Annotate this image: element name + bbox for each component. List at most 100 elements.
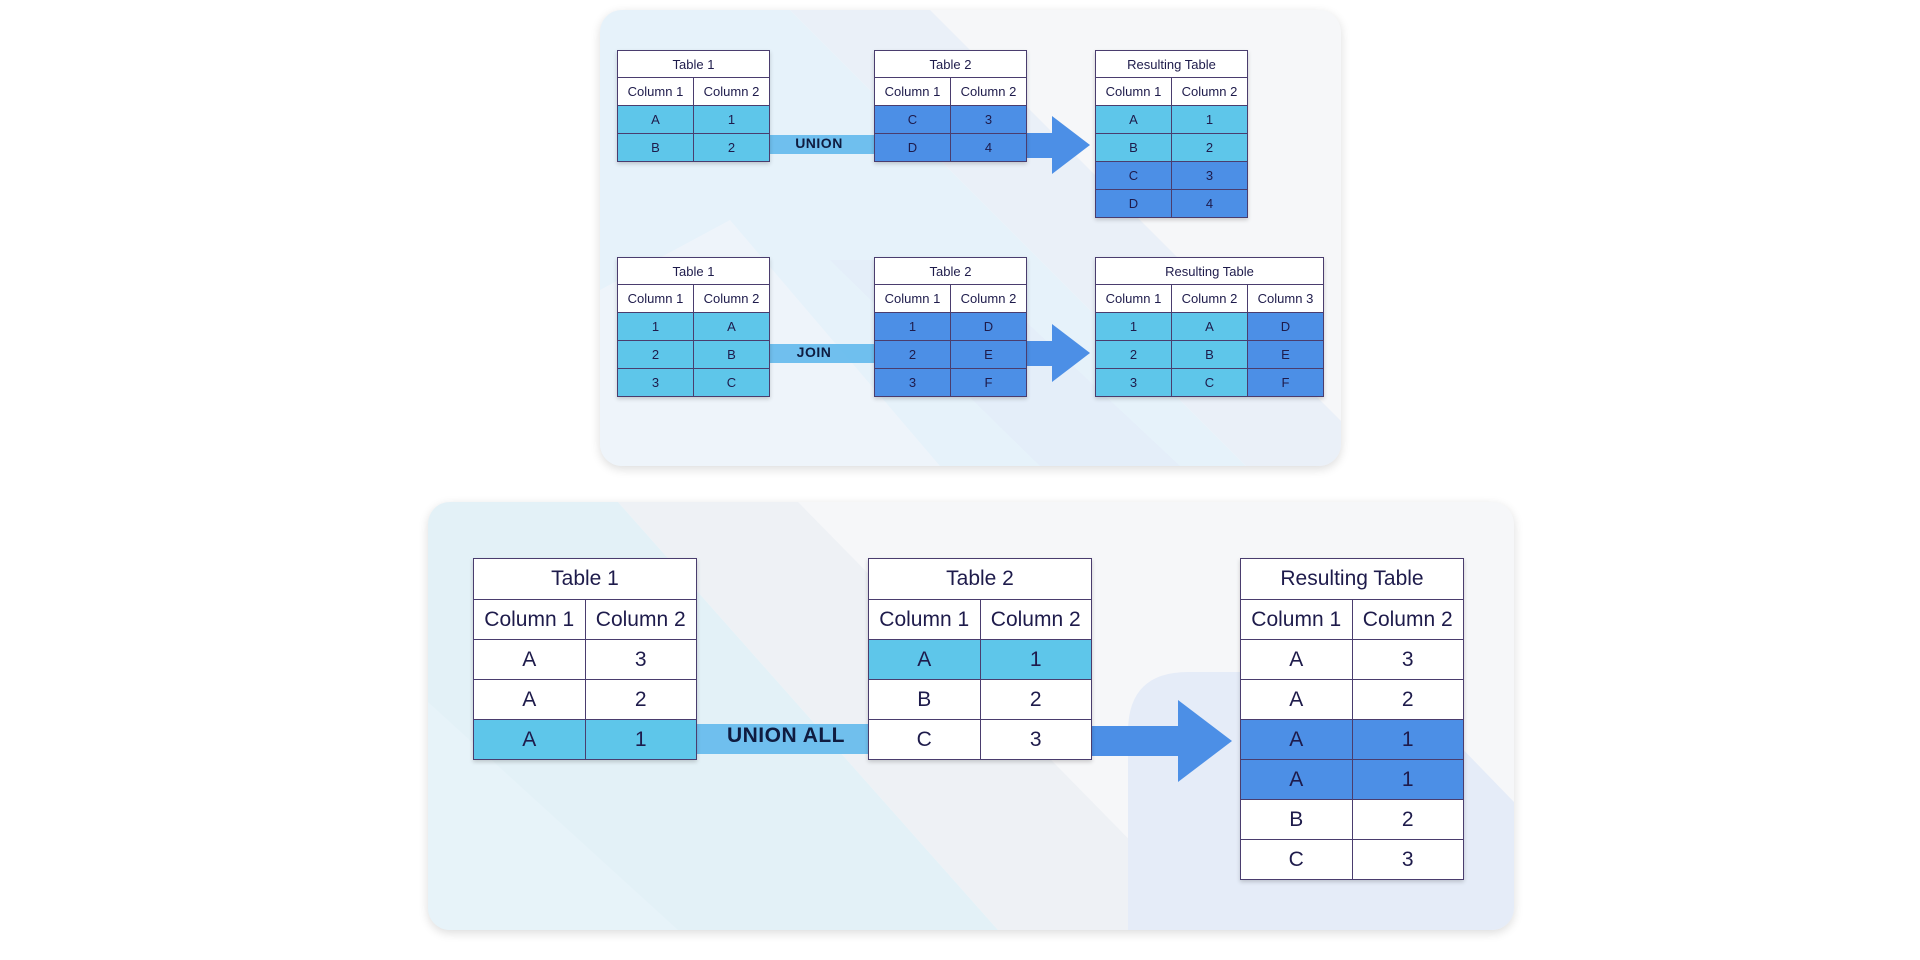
table-row: D 4 <box>1095 189 1248 218</box>
table-cell: A <box>1240 639 1353 680</box>
join-label: JOIN <box>796 344 832 360</box>
union-arrow-head <box>1052 116 1090 174</box>
table-cell: C <box>1171 368 1248 397</box>
table-row: C 3 <box>868 719 1092 760</box>
join-result-table: Resulting Table Column 1 Column 2 Column… <box>1095 257 1324 397</box>
table-cell: B <box>1095 133 1172 162</box>
table-row: A 1 <box>1240 719 1464 760</box>
table-row: B 2 <box>868 679 1092 720</box>
column-header: Column 3 <box>1247 284 1324 313</box>
table-title: Table 1 <box>617 50 770 78</box>
column-header: Column 2 <box>584 599 697 640</box>
table-row: A 1 <box>617 105 770 134</box>
table-row: D 4 <box>874 133 1027 162</box>
union-table-2: Table 2 Column 1 Column 2 C 3 D 4 <box>874 50 1027 162</box>
table-title: Table 1 <box>473 558 697 600</box>
table-cell: 3 <box>950 105 1027 134</box>
table-cell: 4 <box>1171 189 1248 218</box>
column-header: Column 1 <box>874 284 951 313</box>
table-cell: 1 <box>693 105 770 134</box>
table-row: 2 E <box>874 340 1027 369</box>
table-cell: 1 <box>1171 105 1248 134</box>
table-cell: 3 <box>1351 839 1464 880</box>
table-cell: 1 <box>1095 312 1172 341</box>
column-header: Column 1 <box>617 284 694 313</box>
table-row: A 2 <box>1240 679 1464 720</box>
table-cell: 3 <box>617 368 694 397</box>
table-cell: 2 <box>1351 799 1464 840</box>
table-cell: C <box>1095 161 1172 190</box>
table-cell: B <box>868 679 981 720</box>
join-arrow-shaft <box>1026 341 1056 366</box>
table-cell: A <box>1095 105 1172 134</box>
union-all-arrow-shaft <box>1092 726 1184 756</box>
join-connector-bar <box>768 344 876 363</box>
table-cell: A <box>473 679 586 720</box>
table-cell: 2 <box>1171 133 1248 162</box>
table-cell: A <box>1240 719 1353 760</box>
table-cell: 2 <box>1351 679 1464 720</box>
table-cell: 3 <box>979 719 1092 760</box>
table-cell: E <box>1247 340 1324 369</box>
table-cell: D <box>1247 312 1324 341</box>
table-cell: 3 <box>1095 368 1172 397</box>
table-cell: E <box>950 340 1027 369</box>
table-cell: A <box>473 639 586 680</box>
table-cell: A <box>1240 759 1353 800</box>
table-row: B 2 <box>1095 133 1248 162</box>
join-table-1: Table 1 Column 1 Column 2 1 A 2 B 3 C <box>617 257 770 397</box>
column-header: Column 2 <box>1351 599 1464 640</box>
table-row: 2 B E <box>1095 340 1324 369</box>
table-cell: D <box>1095 189 1172 218</box>
table-cell: 1 <box>874 312 951 341</box>
table-cell: A <box>1171 312 1248 341</box>
table-cell: B <box>1240 799 1353 840</box>
join-arrow-head <box>1052 324 1090 382</box>
column-header: Column 1 <box>1240 599 1353 640</box>
union-all-label: UNION ALL <box>726 724 846 747</box>
table-cell: B <box>1171 340 1248 369</box>
table-cell: 2 <box>617 340 694 369</box>
table-cell: 3 <box>584 639 697 680</box>
table-title: Table 1 <box>617 257 770 285</box>
table-row: B 2 <box>617 133 770 162</box>
column-header: Column 2 <box>950 284 1027 313</box>
table-cell: C <box>1240 839 1353 880</box>
column-header: Column 2 <box>693 77 770 106</box>
table-cell: 1 <box>1351 719 1464 760</box>
table-title: Resulting Table <box>1095 257 1324 285</box>
table-cell: 2 <box>874 340 951 369</box>
table-row: 3 C F <box>1095 368 1324 397</box>
table-row: 1 A <box>617 312 770 341</box>
table-title: Table 2 <box>874 50 1027 78</box>
table-title: Table 2 <box>874 257 1027 285</box>
table-cell: 2 <box>584 679 697 720</box>
table-cell: A <box>868 639 981 680</box>
column-header: Column 2 <box>1171 77 1248 106</box>
table-cell: F <box>950 368 1027 397</box>
table-row: A 1 <box>1095 105 1248 134</box>
table-cell: 1 <box>1351 759 1464 800</box>
table-cell: C <box>693 368 770 397</box>
column-header: Column 2 <box>693 284 770 313</box>
column-header: Column 1 <box>473 599 586 640</box>
table-cell: A <box>693 312 770 341</box>
table-cell: 3 <box>1171 161 1248 190</box>
table-row: A 2 <box>473 679 697 720</box>
column-header: Column 2 <box>979 599 1092 640</box>
union-all-connector-bar <box>696 724 870 754</box>
table-row: C 3 <box>874 105 1027 134</box>
table-row: A 1 <box>1240 759 1464 800</box>
union-label: UNION <box>795 135 843 151</box>
union-arrow-shaft <box>1026 133 1056 158</box>
table-cell: 2 <box>1095 340 1172 369</box>
union-all-arrow-head <box>1178 700 1232 782</box>
table-row: A 1 <box>473 719 697 760</box>
table-cell: 1 <box>584 719 697 760</box>
table-cell: B <box>693 340 770 369</box>
column-header: Column 1 <box>1095 77 1172 106</box>
table-row: 1 A D <box>1095 312 1324 341</box>
table-cell: 4 <box>950 133 1027 162</box>
table-row: A 3 <box>1240 639 1464 680</box>
